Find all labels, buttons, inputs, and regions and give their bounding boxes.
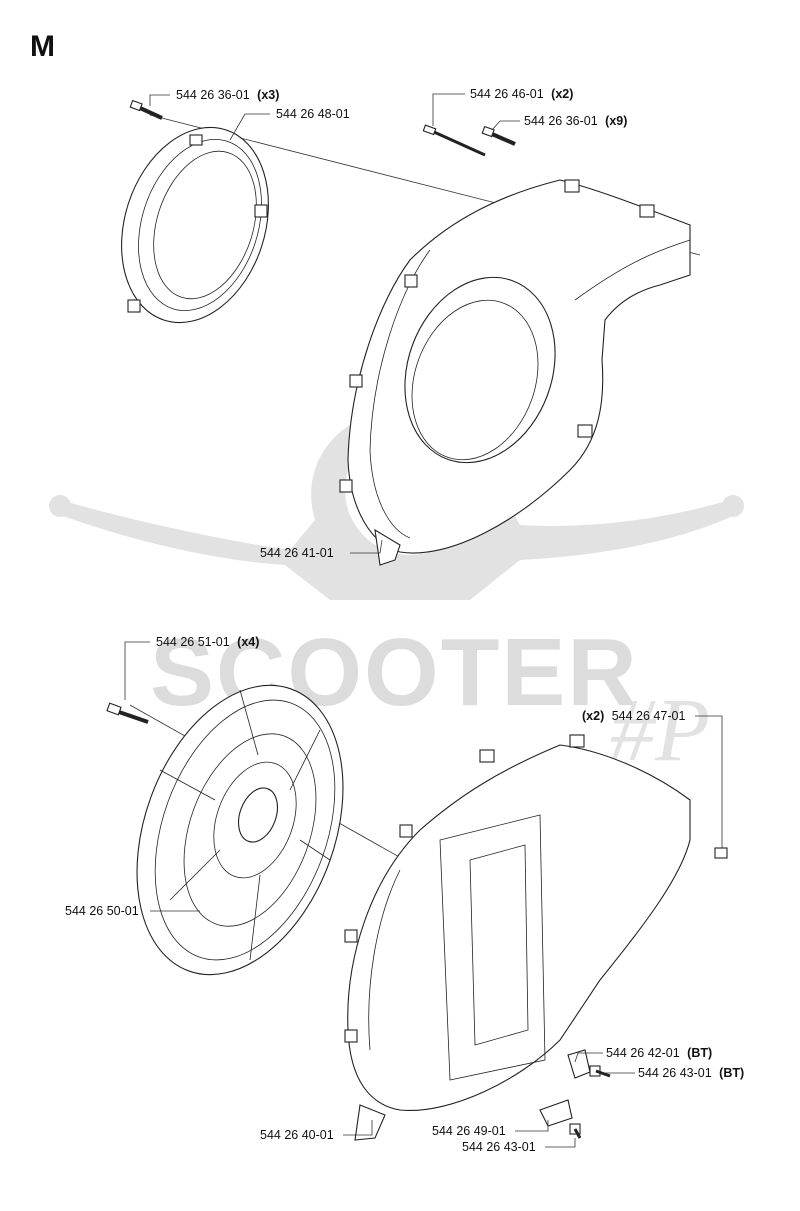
part-number: 544 26 47-01	[612, 709, 686, 723]
watermark-right-dot	[722, 495, 744, 517]
bracket-right	[567, 1049, 591, 1079]
upper-assembly	[121, 99, 701, 566]
screw-bracket-bottom	[569, 1123, 582, 1139]
part-label-9: 544 26 42-01 (BT)	[606, 1046, 712, 1060]
part-qty: (x2)	[582, 709, 604, 723]
part-label-7: (x2) 544 26 47-01	[582, 709, 685, 723]
blower-housing	[344, 734, 691, 1141]
part-label-5: 544 26 41-01	[260, 546, 334, 560]
part-number: 544 26 36-01	[524, 114, 598, 128]
part-qty: (x3)	[257, 88, 279, 102]
part-qty: (x4)	[237, 635, 259, 649]
part-number: 544 26 49-01	[432, 1124, 506, 1138]
fan-wheel	[136, 684, 344, 976]
lower-assembly	[106, 684, 728, 1141]
part-label-12: 544 26 49-01	[432, 1124, 506, 1138]
part-label-1: 544 26 36-01 (x3)	[176, 88, 279, 102]
inlet-ring	[121, 126, 269, 324]
part-label-6: 544 26 51-01 (x4)	[156, 635, 259, 649]
part-qty: (x2)	[551, 87, 573, 101]
part-label-4: 544 26 36-01 (x9)	[524, 114, 627, 128]
leader-lines	[124, 93, 723, 1148]
part-number: 544 26 41-01	[260, 546, 334, 560]
part-qty: (x9)	[605, 114, 627, 128]
part-number: 544 26 50-01	[65, 904, 139, 918]
part-qty: (BT)	[687, 1046, 712, 1060]
part-number: 544 26 40-01	[260, 1128, 334, 1142]
part-number: 544 26 43-01	[462, 1140, 536, 1154]
watermark-left-dot	[49, 495, 71, 517]
part-number: 544 26 42-01	[606, 1046, 680, 1060]
part-number: 544 26 46-01	[470, 87, 544, 101]
bracket-bottom	[539, 1099, 573, 1127]
screw-bracket-right	[589, 1065, 611, 1078]
part-label-3: 544 26 46-01 (x2)	[470, 87, 573, 101]
part-label-8: 544 26 50-01	[65, 904, 139, 918]
part-number: 544 26 43-01	[638, 1066, 712, 1080]
section-letter: M	[30, 30, 55, 63]
part-number: 544 26 51-01	[156, 635, 230, 649]
fan-housing-cover	[339, 179, 691, 566]
screw-top-right	[481, 125, 516, 146]
bolt-long	[422, 124, 486, 157]
screw-fan	[106, 702, 149, 724]
part-label-11: 544 26 40-01	[260, 1128, 334, 1142]
part-label-13: 544 26 43-01	[462, 1140, 536, 1154]
screw-top-left	[129, 99, 163, 120]
part-label-10: 544 26 43-01 (BT)	[638, 1066, 744, 1080]
part-qty: (BT)	[719, 1066, 744, 1080]
part-label-2: 544 26 48-01	[276, 107, 350, 121]
nut-right	[714, 847, 728, 859]
part-labels: 544 26 36-01 (x3) 544 26 48-01 544 26 46…	[65, 87, 744, 1154]
part-number: 544 26 48-01	[276, 107, 350, 121]
part-number: 544 26 36-01	[176, 88, 250, 102]
